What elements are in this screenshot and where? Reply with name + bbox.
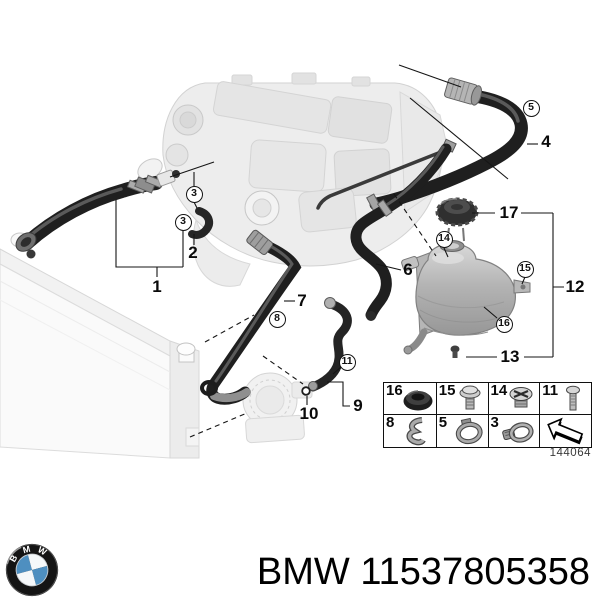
callout-label-4: 4 xyxy=(541,132,551,151)
svg-text:M: M xyxy=(22,544,32,556)
clip-icon xyxy=(406,417,426,446)
legend-number: 8 xyxy=(386,414,395,431)
worm-drive-clamp-icon xyxy=(502,422,534,443)
legend-cell-16: 16 xyxy=(384,382,436,414)
bmw-roundel-logo: B M W xyxy=(5,544,59,597)
callout-label-10: 10 xyxy=(299,404,319,423)
circled-callout-5: 5 xyxy=(522,99,540,117)
callout-label-13: 13 xyxy=(500,347,520,366)
callout-label-2: 2 xyxy=(188,243,198,262)
part-number-caption: BMW 11537805358 xyxy=(257,551,590,594)
legend-cell-11: 11 xyxy=(539,382,591,414)
legend-number: 5 xyxy=(438,414,448,431)
flange-screw-icon xyxy=(459,385,480,409)
brand-name: BMW xyxy=(256,551,350,593)
circled-callout-3: 3 xyxy=(185,185,203,203)
drawing-number: 144064 xyxy=(549,447,591,459)
circled-callout-14: 14 xyxy=(435,230,453,248)
expansion-tank-illustration xyxy=(401,227,531,358)
callout-label-17: 17 xyxy=(499,203,519,222)
legend-number: 14 xyxy=(490,382,508,399)
callout-label-7: 7 xyxy=(297,291,307,310)
callout-label-9: 9 xyxy=(353,396,363,415)
pressure-cap-illustration xyxy=(435,197,479,227)
legend-cell-3: 3 xyxy=(487,414,540,447)
hose-clamp-icon xyxy=(455,417,483,445)
direction-arrow-icon xyxy=(547,417,584,445)
legend-number: 3 xyxy=(490,414,499,431)
legend-cell-8: 8 xyxy=(384,414,436,447)
sealing-plug-icon xyxy=(509,386,533,407)
callout-label-12: 12 xyxy=(565,277,585,296)
legend-number: 15 xyxy=(438,382,456,399)
grommet-icon xyxy=(403,389,433,410)
circled-callout-15: 15 xyxy=(516,260,534,278)
legend-cell-5: 5 xyxy=(435,414,488,447)
leader-lines xyxy=(115,64,564,438)
fasteners-legend-table: 16 15 14 xyxy=(383,382,592,448)
circled-callout-3: 3 xyxy=(174,213,192,231)
callout-label-1: 1 xyxy=(152,277,162,296)
part-number: 11537805358 xyxy=(360,551,590,593)
circled-callout-11: 11 xyxy=(338,353,356,371)
svg-text:B: B xyxy=(8,553,20,564)
radiator-illustration xyxy=(0,232,200,459)
circled-callout-8: 8 xyxy=(268,310,286,328)
legend-cell-15: 15 xyxy=(435,382,488,414)
legend-cell-arrow xyxy=(539,414,591,447)
legend-number: 11 xyxy=(542,382,559,399)
circled-callout-16: 16 xyxy=(495,315,513,333)
callout-label-6: 6 xyxy=(403,260,413,279)
engine-illustration xyxy=(137,72,449,287)
screw-icon xyxy=(566,385,580,410)
legend-cell-14: 14 xyxy=(487,382,540,414)
legend-number: 16 xyxy=(386,382,403,399)
